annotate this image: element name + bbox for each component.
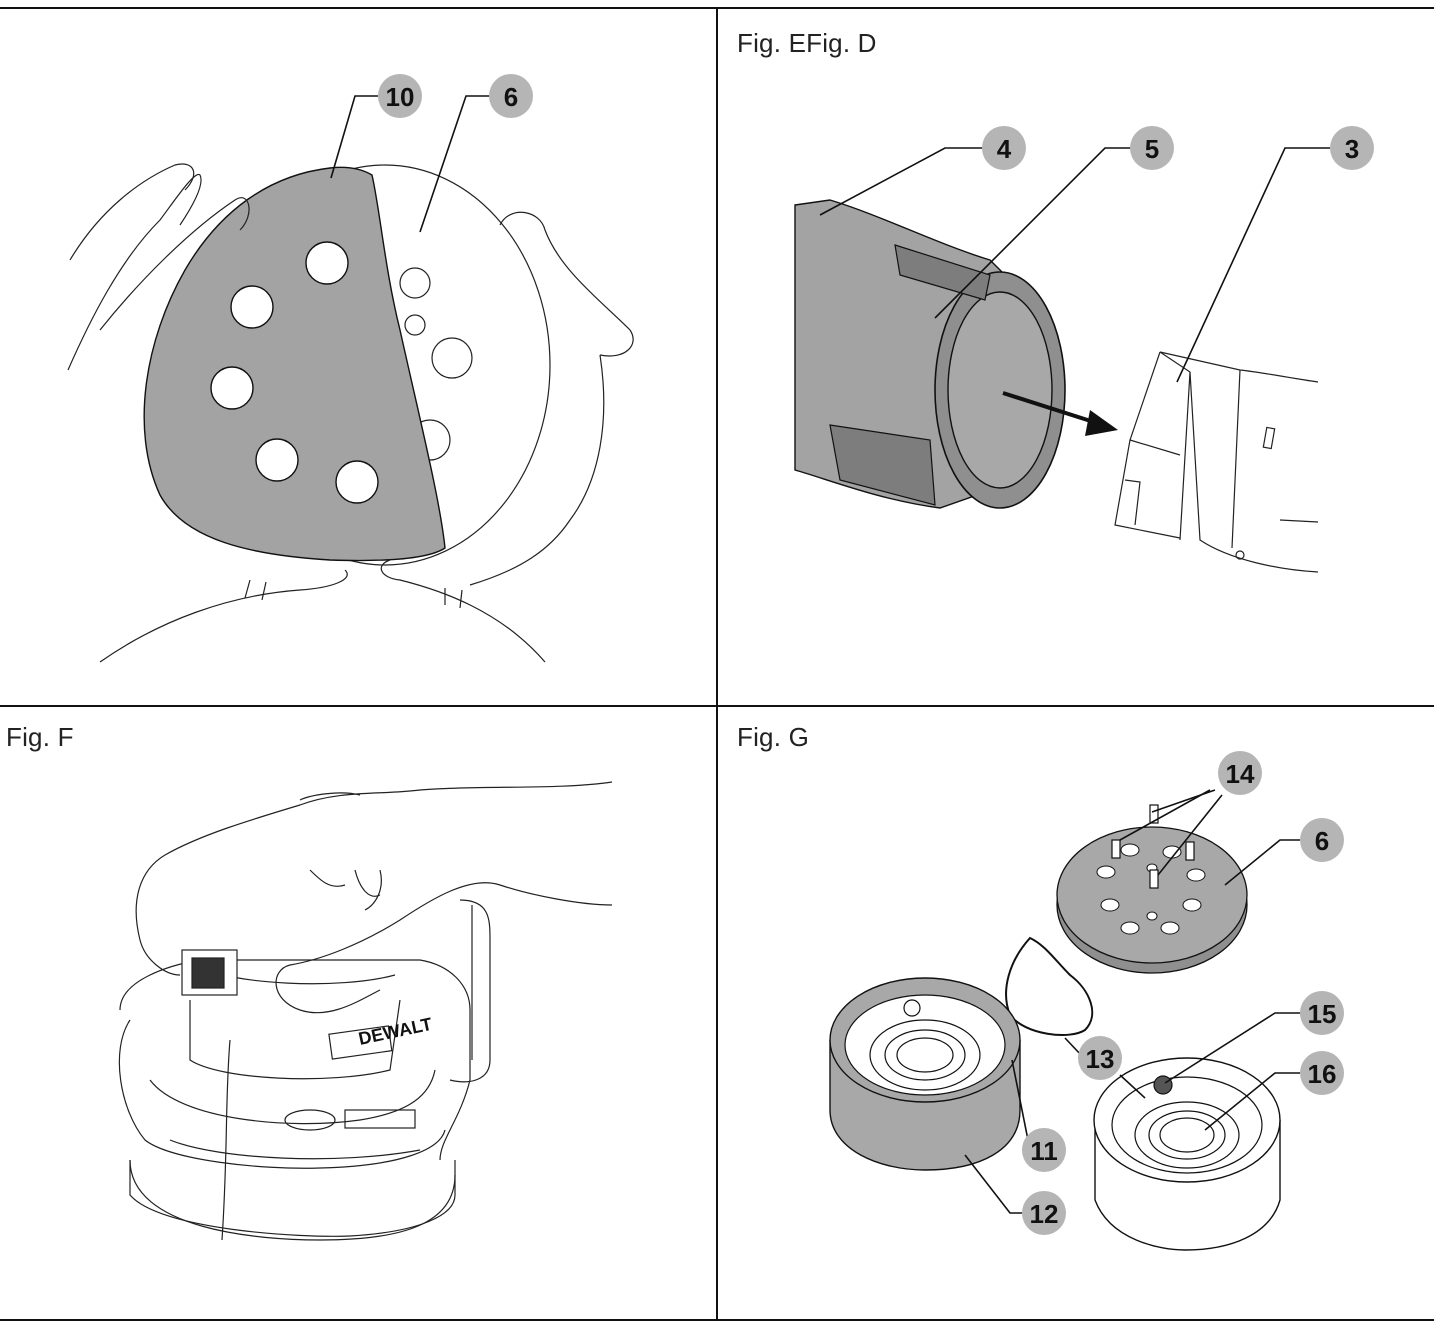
svg-text:3: 3 <box>1345 134 1359 164</box>
callout-14: 14 <box>1218 751 1262 795</box>
fig-label-g: Fig. G <box>737 722 809 752</box>
callout-6-top: 6 <box>489 74 533 118</box>
svg-text:16: 16 <box>1308 1059 1337 1089</box>
callout-15: 15 <box>1300 991 1344 1035</box>
leader-5 <box>934 147 1132 319</box>
dust-adapter <box>1114 351 1319 573</box>
backing-pad <box>1056 804 1248 974</box>
svg-text:13: 13 <box>1086 1044 1115 1074</box>
leader-6 <box>419 95 490 233</box>
pad-brake-housing <box>829 977 1021 1171</box>
svg-text:6: 6 <box>504 82 518 112</box>
svg-text:10: 10 <box>386 82 415 112</box>
callout-11: 11 <box>1022 1128 1066 1172</box>
svg-text:11: 11 <box>1030 1136 1058 1166</box>
callout-6-bottom: 6 <box>1300 818 1344 862</box>
svg-text:14: 14 <box>1226 759 1255 789</box>
callout-3: 3 <box>1330 126 1374 170</box>
fig-label-f: Fig. F <box>6 722 74 752</box>
gasket-ring <box>1005 936 1094 1036</box>
callout-5: 5 <box>1130 126 1174 170</box>
arrow-head <box>1085 410 1118 436</box>
sander-outline <box>118 899 491 1241</box>
hand-outline <box>135 781 613 1014</box>
arrow-shaft <box>1002 391 1101 426</box>
pad-brake-assembly <box>1093 1057 1281 1251</box>
svg-text:6: 6 <box>1315 826 1329 856</box>
dust-port-opening <box>947 291 1053 489</box>
grip-bottom <box>829 424 936 506</box>
callout-4: 4 <box>982 126 1026 170</box>
hands-outline <box>67 163 634 663</box>
callout-12: 12 <box>1022 1191 1066 1235</box>
disc-holes <box>210 241 379 504</box>
leader-lines-g <box>964 789 1300 1214</box>
callout-13: 13 <box>1078 1036 1122 1080</box>
svg-text:12: 12 <box>1030 1199 1059 1229</box>
leader-3 <box>1176 147 1330 383</box>
leader-4 <box>819 147 985 216</box>
leader-10 <box>330 95 378 179</box>
svg-text:15: 15 <box>1308 999 1337 1029</box>
svg-text:4: 4 <box>997 134 1012 164</box>
callout-10: 10 <box>378 74 422 118</box>
callout-16: 16 <box>1300 1051 1344 1095</box>
fig-label-d: Fig. EFig. D <box>737 28 877 58</box>
svg-text:5: 5 <box>1145 134 1159 164</box>
sanding-disc <box>143 166 446 562</box>
